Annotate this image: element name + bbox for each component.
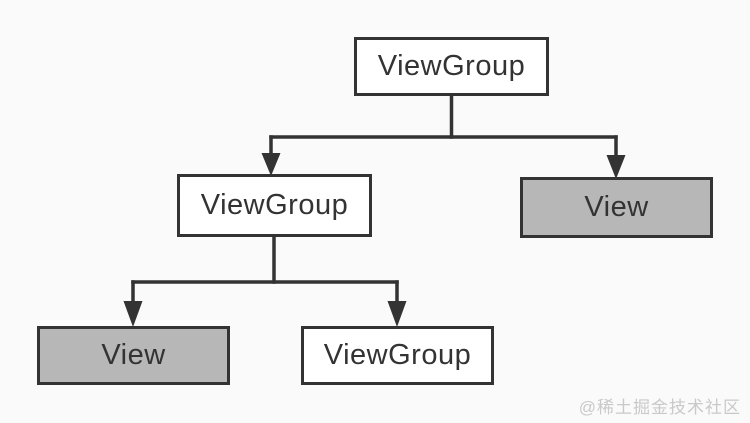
- node-root-viewgroup: ViewGroup: [354, 37, 549, 96]
- node-label: View: [101, 339, 166, 371]
- node-label: ViewGroup: [377, 50, 526, 82]
- node-label: View: [584, 191, 649, 223]
- node-grandchild-viewgroup: ViewGroup: [301, 326, 494, 385]
- node-grandchild-view: View: [37, 326, 230, 385]
- arrow-down-icon: [261, 153, 281, 176]
- node-child-view: View: [520, 177, 713, 238]
- arrow-down-icon: [123, 301, 143, 327]
- node-label: ViewGroup: [200, 189, 349, 221]
- node-child-viewgroup: ViewGroup: [177, 174, 372, 237]
- arrow-down-icon: [387, 301, 407, 327]
- node-label: ViewGroup: [323, 339, 472, 371]
- watermark: @稀土掘金技术社区: [578, 398, 741, 417]
- arrow-down-icon: [606, 155, 626, 179]
